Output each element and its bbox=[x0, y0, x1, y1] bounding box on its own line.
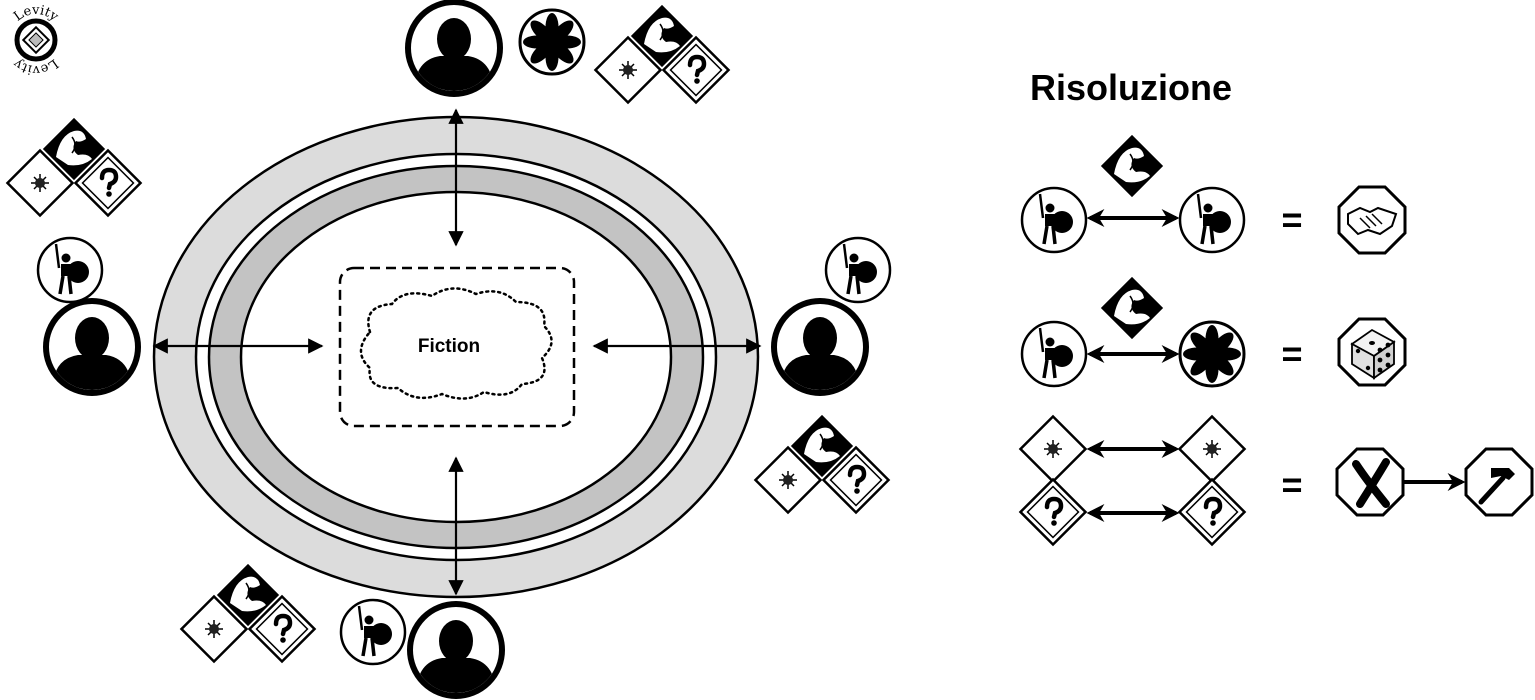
player-top bbox=[408, 2, 729, 103]
dice-icon bbox=[1337, 317, 1407, 387]
equals-sign: = bbox=[1281, 464, 1302, 505]
fiction-cloud bbox=[359, 287, 553, 400]
stat-cluster-icon bbox=[181, 562, 314, 661]
resolution-title: Risoluzione bbox=[1030, 67, 1232, 108]
opposition-star-icon bbox=[518, 8, 586, 76]
logo-text-bottom: Levity bbox=[10, 55, 60, 77]
cross-icon bbox=[1335, 447, 1405, 517]
stat-cluster-icon bbox=[755, 413, 888, 512]
resolution-row-1: = bbox=[1020, 132, 1407, 255]
equals-sign: = bbox=[1281, 333, 1302, 374]
fiction-arrows bbox=[152, 108, 762, 596]
hammer-icon bbox=[1464, 447, 1534, 517]
warrior-shield-icon bbox=[1020, 320, 1088, 388]
warrior-shield-icon bbox=[339, 598, 407, 666]
opposition-star-icon bbox=[1178, 320, 1246, 388]
warrior-shield-icon bbox=[1178, 186, 1246, 254]
levity-logo: Levity Levity bbox=[10, 3, 61, 77]
fiction-area: Fiction bbox=[338, 266, 576, 428]
player-avatar-icon bbox=[408, 2, 500, 94]
stat-virtue-icon bbox=[1019, 415, 1087, 483]
svg-text:Levity: Levity bbox=[10, 55, 60, 77]
player-avatar-icon bbox=[46, 301, 138, 393]
warrior-shield-icon bbox=[1020, 186, 1088, 254]
player-right bbox=[755, 236, 892, 513]
warrior-shield-icon bbox=[824, 236, 892, 304]
svg-text:Levity: Levity bbox=[11, 3, 61, 25]
stat-virtue-icon bbox=[1178, 415, 1246, 483]
stat-cluster-icon bbox=[7, 116, 140, 215]
resolution-row-2: = bbox=[1020, 274, 1407, 388]
resolution-row-3: = bbox=[1019, 415, 1534, 544]
equals-sign: = bbox=[1281, 199, 1302, 240]
player-left bbox=[7, 116, 140, 393]
fiction-label: Fiction bbox=[418, 336, 480, 357]
stat-strength-icon bbox=[1098, 274, 1166, 342]
stat-question-icon bbox=[1179, 479, 1244, 544]
stat-question-icon bbox=[1020, 479, 1085, 544]
stat-cluster-icon bbox=[595, 3, 728, 102]
logo-text-top: Levity bbox=[11, 3, 61, 25]
stat-strength-icon bbox=[1098, 132, 1166, 200]
handshake-icon bbox=[1337, 185, 1407, 255]
player-avatar-icon bbox=[774, 301, 866, 393]
player-avatar-icon bbox=[410, 604, 502, 696]
warrior-shield-icon bbox=[36, 236, 104, 304]
